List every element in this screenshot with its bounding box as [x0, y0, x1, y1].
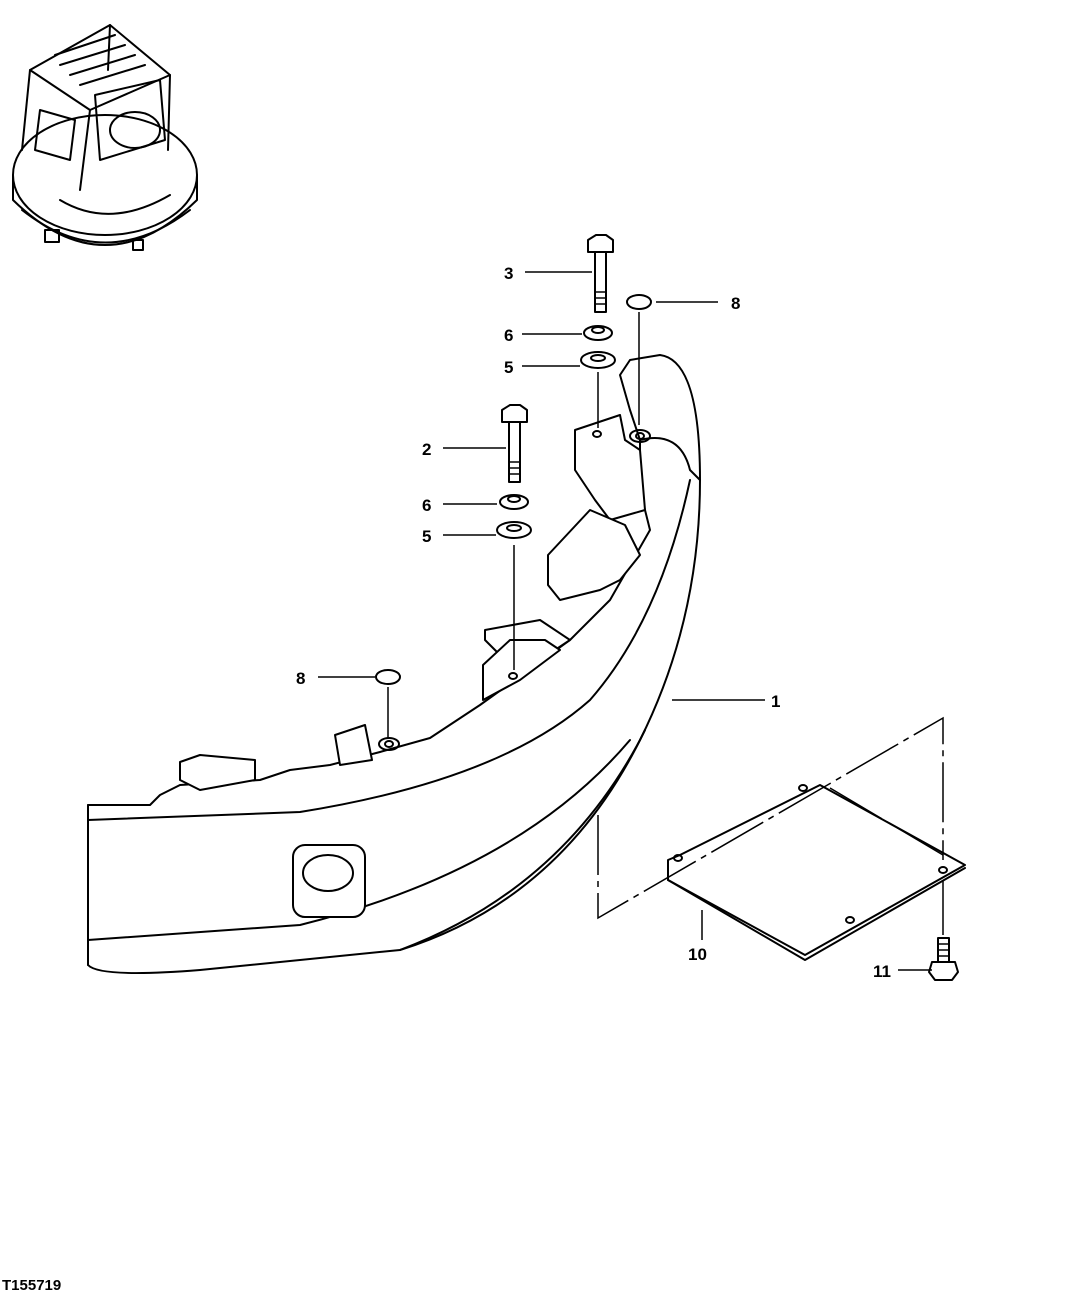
cover-plate	[667, 784, 966, 961]
callout-label: 5	[422, 527, 431, 546]
callout-label: 5	[504, 358, 513, 377]
leader-lines	[318, 271, 932, 971]
callout-label: 1	[771, 692, 780, 711]
flat-washer-lower	[496, 521, 532, 539]
figure-id: T155719	[2, 1277, 62, 1294]
bolt-upper	[587, 234, 614, 313]
counterweight	[87, 354, 701, 975]
callout-label: 3	[504, 264, 513, 283]
plug-lower	[375, 669, 401, 685]
plug-upper	[626, 294, 652, 310]
lock-washer-upper	[583, 325, 613, 341]
flat-washer-upper	[580, 351, 616, 369]
callout-label: 8	[731, 294, 740, 313]
lock-washer-lower	[499, 494, 529, 510]
cap-screw	[928, 937, 959, 981]
machine-locator-thumbnail	[12, 24, 198, 251]
callout-label: 2	[422, 440, 431, 459]
callout-label: 10	[688, 945, 707, 964]
callout-label: 11	[873, 962, 891, 981]
callout-label: 6	[422, 496, 431, 515]
bolt-lower	[501, 404, 528, 483]
callout-label: 8	[296, 669, 305, 688]
callout-label: 6	[504, 326, 513, 345]
